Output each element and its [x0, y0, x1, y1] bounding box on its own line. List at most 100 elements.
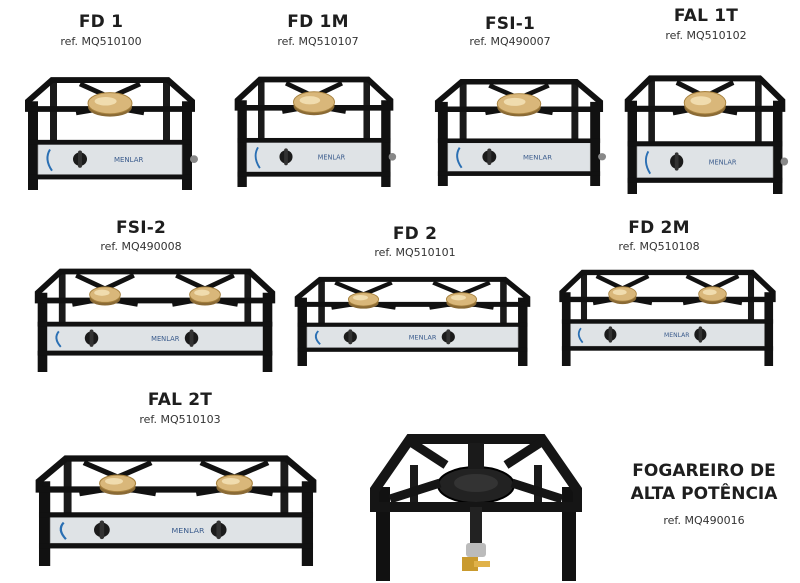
support-arm — [403, 435, 449, 469]
brand-logo: MENLAR — [114, 156, 144, 164]
gas-pipe — [470, 507, 482, 547]
product-ref: ref. MQ490008 — [100, 240, 182, 253]
leg-back — [755, 80, 762, 146]
gas-inlet — [780, 157, 789, 166]
gas-inlet — [190, 155, 198, 163]
leg — [518, 297, 528, 366]
leg — [182, 101, 192, 190]
burner-highlight — [94, 289, 110, 296]
support-arm — [711, 273, 740, 291]
product-name: FD 1M — [287, 12, 349, 32]
support-arm — [199, 460, 236, 480]
brand-logo: MENLAR — [709, 158, 737, 166]
knob-grip — [446, 329, 451, 345]
brand-swoosh-icon — [46, 149, 53, 172]
leg-back — [648, 80, 655, 146]
frame-bar — [38, 512, 314, 518]
burner-highlight — [221, 477, 240, 485]
knob-grip — [89, 329, 94, 347]
leg — [28, 101, 38, 190]
support-arm — [334, 280, 365, 297]
leg-back — [50, 82, 57, 144]
brand-swoosh-icon — [59, 521, 67, 540]
brand-logo: MENLAR — [172, 526, 206, 535]
brand-swoosh-icon — [254, 146, 261, 169]
brand-logo: MENLAR — [664, 332, 690, 339]
knob-grip — [674, 152, 679, 171]
pan-support-frame — [234, 76, 394, 111]
leg-back — [459, 83, 467, 143]
leg — [297, 297, 307, 366]
leg-back — [534, 465, 542, 505]
stove-illustration: MENLAR — [559, 269, 776, 366]
leg — [381, 100, 391, 187]
knob-grip — [608, 326, 613, 343]
knob-grip — [78, 150, 82, 168]
product-name: FD 1 — [78, 12, 124, 32]
burner-highlight — [503, 97, 526, 106]
brand-swoosh-icon — [456, 147, 463, 169]
frame-bar — [28, 174, 192, 180]
stove-illustration: MENLAR — [34, 268, 276, 372]
product-ref: ref. MQ510101 — [374, 246, 456, 259]
support-arm — [103, 273, 135, 292]
brass-valve — [462, 557, 478, 571]
product-image-fd-1[interactable]: MENLAR — [20, 55, 200, 190]
product-image-fd-1m[interactable]: MENLAR — [230, 55, 398, 187]
leg-back — [258, 81, 265, 142]
product-image-fsi-2[interactable]: MENLAR — [30, 256, 280, 372]
product-name: FAL 2T — [147, 390, 213, 410]
product-name: FD 2M — [628, 218, 690, 238]
support-arm — [510, 478, 564, 504]
front-panel — [246, 141, 382, 173]
leg — [764, 292, 774, 366]
support-arm — [503, 435, 549, 469]
support-arm — [233, 460, 270, 480]
burner-highlight — [702, 289, 717, 296]
stove-illustration: MENLAR — [624, 75, 789, 194]
knob-grip — [284, 148, 288, 166]
support-arm — [388, 478, 442, 504]
product-name: FAL 1T — [673, 6, 739, 26]
support-arm — [82, 460, 119, 480]
support-arm — [203, 273, 235, 292]
product-name-line-1: FOGAREIRO DE — [632, 461, 776, 481]
product-image-fd-2m[interactable]: MENLAR — [555, 258, 780, 366]
front-panel — [447, 141, 591, 172]
product-image-fal-1t[interactable]: MENLAR — [620, 52, 790, 194]
support-arm — [468, 443, 484, 469]
stove-illustration: MENLAR — [434, 79, 607, 186]
frame-bar — [28, 139, 192, 145]
product-ref: ref. MQ510100 — [60, 35, 142, 48]
burner-highlight — [194, 289, 210, 296]
product-ref: ref. MQ510103 — [139, 413, 221, 426]
gas-inlet — [598, 153, 607, 161]
burner-highlight — [94, 97, 117, 106]
knob-grip — [216, 520, 221, 540]
burner-highlight — [105, 477, 123, 485]
leg — [627, 100, 637, 194]
product-image-fogareiro-alta-potencia[interactable] — [370, 425, 582, 581]
leg — [590, 101, 601, 186]
product-image-fsi-1[interactable]: MENLAR — [430, 58, 608, 186]
leg — [237, 100, 247, 187]
knob-grip — [189, 329, 194, 347]
knob-grip — [487, 148, 492, 165]
front-panel — [37, 143, 183, 175]
product-name-line-2: ALTA POTÊNCIA — [630, 484, 778, 504]
product-image-fal-2t[interactable]: MENLAR — [30, 442, 322, 566]
leg — [773, 100, 783, 194]
brand-logo: MENLAR — [151, 335, 180, 343]
knob-grip — [698, 326, 703, 343]
burner-highlight — [299, 96, 321, 105]
frame-bar — [297, 322, 528, 327]
product-ref: ref. MQ490016 — [663, 514, 745, 527]
brand-swoosh-icon — [314, 330, 321, 345]
product-image-fd-2[interactable]: MENLAR — [290, 266, 535, 366]
brand-logo: MENLAR — [409, 335, 437, 342]
leg — [38, 481, 51, 566]
front-panel — [47, 325, 263, 352]
front-panel — [636, 145, 774, 179]
frame-bar — [237, 171, 391, 177]
brand-swoosh-icon — [55, 330, 62, 348]
